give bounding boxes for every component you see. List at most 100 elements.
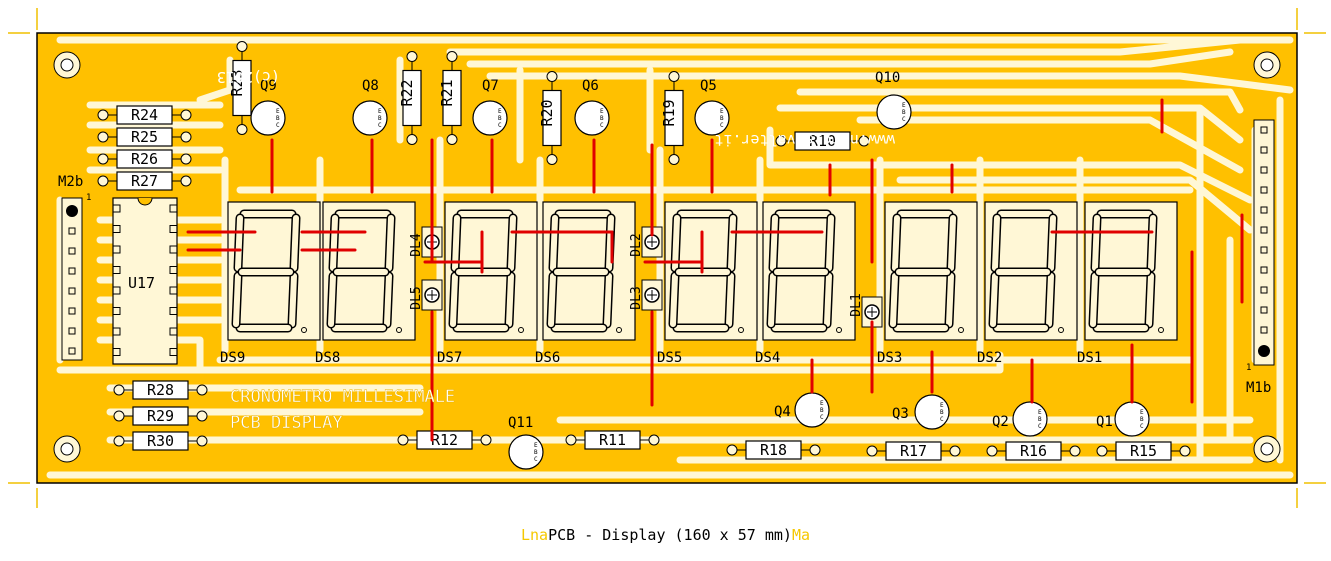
transistor-label: Q5 [700,78,717,94]
display-ds4: DS4 [755,201,856,366]
resistor-r29: R29 [113,406,208,426]
silk-title-1: CRONOMETRO MILLESIMALE [230,387,455,407]
transistor-label: Q11 [508,415,533,431]
resistor-r19: R19 [660,71,684,165]
connector-m2b-pin1: 1 [86,193,91,203]
resistor-r21: R21 [438,51,462,145]
website-text: www.narcisivalter.it [714,131,895,149]
transistor-pin-label: E [820,400,824,407]
transistor-pin-label: E [940,402,944,409]
resistor-r18: R18 [726,440,821,460]
transistor-label: Q2 [992,414,1009,430]
resistor-label: R25 [131,128,158,146]
transistor-pin-label: B [902,109,906,116]
resistor-label: R12 [431,431,458,449]
resistor-r23: R23 [228,41,252,135]
ic-label: U17 [128,274,155,292]
display-label: DS2 [977,350,1002,366]
resistor-label: R21 [438,79,456,106]
resistor-r17: R17 [866,441,961,461]
transistor-pin-label: E [1038,409,1042,416]
display-ds2: DS2 [977,201,1078,366]
transistor-pin-label: C [1038,423,1042,430]
transistor-pin-label: E [498,108,502,115]
caption-text: PCB - Display (160 x 57 mm) [548,526,792,544]
resistor-label: R29 [147,407,174,425]
mounting-holes [53,51,1281,463]
transistor-pin-label: E [276,108,280,115]
led-dl3: DL3 [629,279,663,311]
transistor-pin-label: C [498,122,502,129]
resistor-label: R23 [228,69,246,96]
transistor-pin-label: C [902,116,906,123]
transistor-label: Q10 [875,70,900,86]
display-label: DS5 [657,350,682,366]
display-ds7: DS7 [437,201,538,366]
transistor-label: Q4 [774,404,791,420]
resistor-r20: R20 [538,71,562,165]
transistor-pin-label: E [534,442,538,449]
transistor-pin-label: C [940,416,944,423]
resistor-label: R18 [760,441,787,459]
led-label: DL3 [629,286,644,309]
transistor-pin-label: E [378,108,382,115]
figure-caption: LnaPCB - Display (160 x 57 mm)Ma [0,526,1331,544]
connector-m1b: M1b 1 [1246,119,1275,396]
resistor-label: R20 [538,99,556,126]
led-label: DL1 [849,293,864,316]
transistor-pin-label: B [600,115,604,122]
resistor-label: R17 [900,442,927,460]
resistor-label: R27 [131,172,158,190]
resistor-r22: R22 [398,51,422,145]
transistor-label: Q1 [1096,414,1113,430]
transistor-pin-label: B [820,407,824,414]
transistor-pin-label: C [600,122,604,129]
resistor-label: R26 [131,150,158,168]
transistor-pin-label: C [720,122,724,129]
resistor-r30: R30 [113,431,208,451]
transistor-pin-label: C [276,122,280,129]
display-label: DS8 [315,350,340,366]
ic-u17: U17 [112,197,178,365]
resistor-r15: R15 [1096,441,1191,461]
connector-m1b-pin1: 1 [1246,363,1251,373]
caption-ghost-right: Ma [791,526,810,544]
transistor-pin-label: E [600,108,604,115]
crop-marks [8,8,1326,508]
led-label: DL2 [629,233,644,256]
transistor-pin-label: C [1140,423,1144,430]
resistor-r27: R27 [97,171,192,191]
resistor-r24: R24 [97,105,192,125]
caption-ghost-left: Lna [521,526,549,544]
transistor-label: Q8 [362,78,379,94]
resistor-label: R11 [599,431,626,449]
display-label: DS7 [437,350,462,366]
resistor-r26: R26 [97,149,192,169]
led-dl5: DL5 [409,279,443,311]
display-label: DS1 [1077,350,1102,366]
transistor-q4: EBC Q4 [774,392,830,428]
display-ds3: DS3 [877,201,978,366]
transistor-pin-label: B [534,449,538,456]
led-dl1: DL1 [849,293,883,328]
transistors: EBCQ9EBCQ8EBCQ7EBCQ6EBCQ5EBCQ10EBCQ11EBC… [250,70,1150,470]
copyright-text: (c)2013 [217,68,280,86]
resistor-label: R24 [131,106,158,124]
display-ds1: DS1 [1077,201,1178,366]
transistor-pin-label: B [276,115,280,122]
connector-m1b-label: M1b [1246,380,1271,396]
display-label: DS6 [535,350,560,366]
resistor-label: R22 [398,79,416,106]
transistor-pin-label: B [1038,416,1042,423]
resistor-r11: R11 [565,430,660,450]
transistor-pin-label: C [820,414,824,421]
led-label: DL5 [409,286,424,309]
